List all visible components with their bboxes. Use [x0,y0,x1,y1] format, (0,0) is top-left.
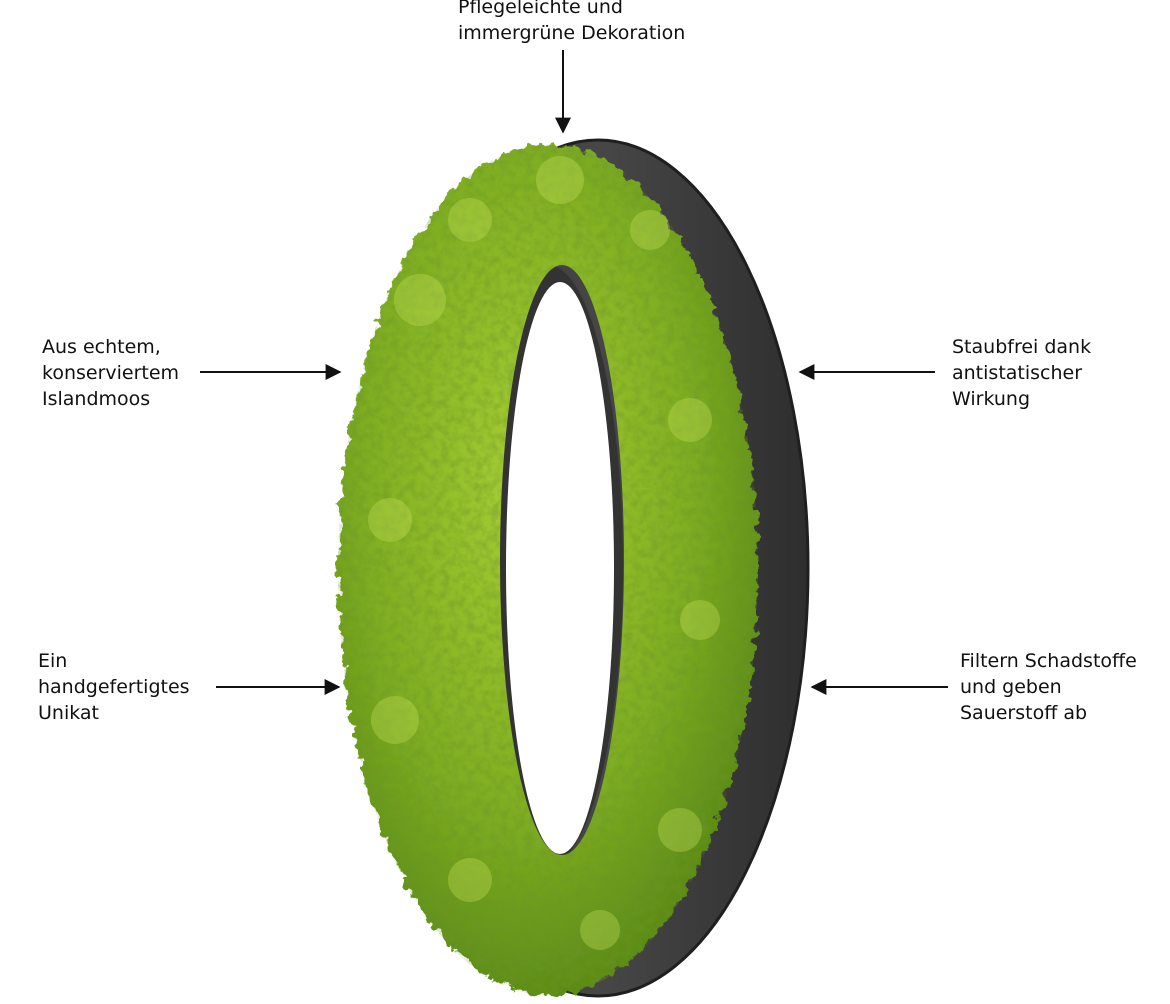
callout-top-line-1: Pflegeleichte und [458,0,623,18]
callout-left-lower-line-1: Ein [38,650,68,672]
moss-face [338,145,758,995]
callout-left-upper-line-3: Islandmoos [42,388,151,410]
callout-left-upper-line-1: Aus echtem, [42,336,161,358]
callout-right-lower-line-2: und geben [960,676,1062,698]
callout-right-upper-line-1: Staubfrei dank [952,336,1092,358]
callout-right-upper-line-2: antistatischer [952,362,1083,384]
callout-left-upper: Aus echtem, konserviertem Islandmoos [42,334,179,412]
callout-right-lower-line-3: Sauerstoff ab [960,702,1088,724]
callout-left-lower-line-3: Unikat [38,702,99,724]
callout-left-lower: Ein handgefertigtes Unikat [38,648,190,726]
callout-left-lower-line-2: handgefertigtes [38,676,190,698]
callout-right-lower-line-1: Filtern Schadstoffe [960,650,1137,672]
callout-right-upper: Staubfrei dank antistatischer Wirkung [952,334,1091,412]
callout-left-upper-line-2: konserviertem [42,362,180,384]
callout-right-lower: Filtern Schadstoffe und geben Sauerstoff… [960,648,1137,726]
callout-right-upper-line-3: Wirkung [952,388,1031,410]
callout-top: Pflegeleichte und immergrüne Dekoration [458,0,685,46]
callout-top-line-2: immergrüne Dekoration [458,22,686,44]
